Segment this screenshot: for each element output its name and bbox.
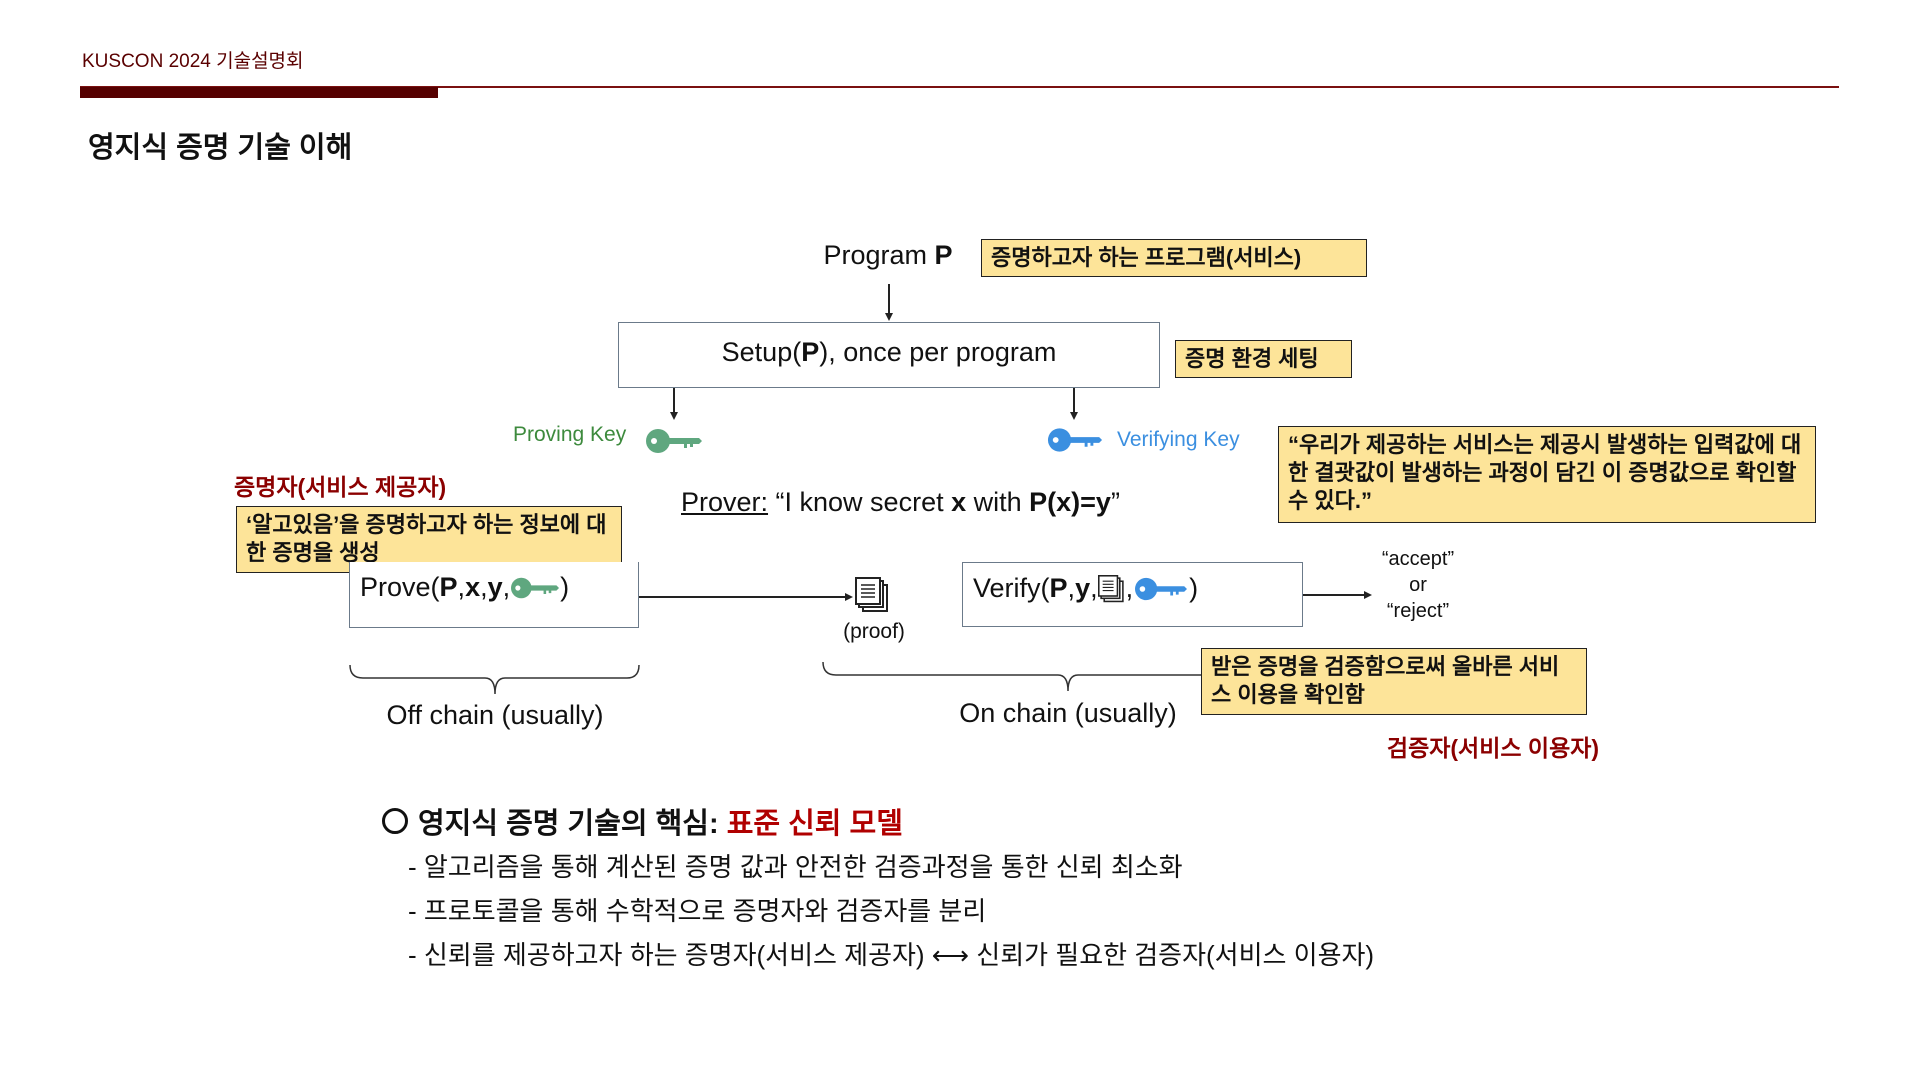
off-chain-brace (349, 664, 640, 695)
prove-label: Prove(P,x,y, ) (360, 572, 570, 602)
arrowhead (1364, 591, 1372, 599)
summary-heading-highlight: 표준 신뢰 모델 (726, 808, 903, 840)
result-reject: “reject” (1386, 600, 1450, 622)
verify-box: Verify(P,y, , ) (962, 562, 1303, 627)
proving-key-icon (646, 429, 702, 453)
arrow-verify-result (1303, 594, 1365, 596)
verify-result: “accept” or “reject” (1382, 546, 1454, 624)
arrowhead (845, 593, 853, 601)
arrow-prove-proof (639, 596, 846, 598)
summary-item: - 알고리즘을 통해 계산된 증명 값과 안전한 검증과정을 통한 신뢰 최소화 (408, 852, 1183, 882)
prover-note: ‘알고있음’을 증명하고자 하는 정보에 대한 증명을 생성 (236, 506, 622, 573)
setup-label: Setup(P), once per program (721, 337, 1057, 367)
program-text: Program (823, 240, 935, 270)
header-label: KUSCON 2024 기술설명회 (82, 51, 304, 72)
summary-heading-prefix: 영지식 증명 기술의 핵심: (418, 808, 719, 840)
program-symbol: P (934, 240, 953, 270)
program-note: 증명하고자 하는 프로그램(서비스) (981, 239, 1367, 277)
arrow-setup-proving-key (673, 388, 675, 413)
setup-box: Setup(P), once per program (618, 322, 1160, 388)
off-chain-label: Off chain (usually) (386, 700, 604, 730)
arrowhead (885, 313, 893, 321)
setup-note: 증명 환경 세팅 (1175, 340, 1352, 378)
program-label: Program P (823, 240, 952, 271)
summary-heading: 영지식 증명 기술의 핵심: 표준 신뢰 모델 (382, 800, 903, 842)
verifier-note: 받은 증명을 검증함으로써 올바른 서비스 이용을 확인함 (1201, 648, 1587, 715)
proving-key-label: Proving Key (513, 423, 627, 446)
bullet-circle-icon (382, 808, 408, 834)
proof-document-icon (1097, 574, 1124, 602)
prover-statement: Prover: “I know secret x with P(x)=y” (681, 487, 1120, 517)
arrowhead (670, 412, 678, 420)
arrow-setup-verifying-key (1073, 388, 1075, 413)
arrowhead (1070, 412, 1078, 420)
verifying-key-label: Verifying Key (1117, 428, 1240, 451)
slide-title: 영지식 증명 기술 이해 (88, 132, 353, 164)
verifying-key-icon (1047, 428, 1103, 452)
on-chain-label: On chain (usually) (959, 698, 1177, 728)
prover-role: 증명자(서비스 제공자) (234, 474, 447, 500)
header-divider (80, 86, 1839, 88)
verify-label: Verify(P,y, , ) (973, 573, 1199, 603)
summary-item: - 신뢰를 제공하고자 하는 증명자(서비스 제공자) ⟷ 신뢰가 필요한 검증… (408, 940, 1375, 970)
verifying-key-icon (1135, 577, 1188, 600)
proof-label: (proof) (843, 620, 905, 643)
proving-key-icon (511, 577, 560, 598)
verifier-role: 검증자(서비스 이용자) (1386, 735, 1600, 761)
summary-item: - 프로토콜을 통해 수학적으로 증명자와 검증자를 분리 (408, 896, 987, 926)
header-accent-bar (80, 87, 438, 98)
proof-document-icon (855, 577, 888, 612)
verifier-quote-note: “우리가 제공하는 서비스는 제공시 발생하는 입력값에 대한 결괏값이 발생하… (1278, 426, 1816, 523)
arrow-program-setup (888, 284, 890, 314)
on-chain-brace (822, 661, 1202, 692)
result-or: or (1409, 574, 1427, 596)
prove-box: Prove(P,x,y, ) (349, 562, 639, 628)
result-accept: “accept” (1381, 548, 1455, 570)
